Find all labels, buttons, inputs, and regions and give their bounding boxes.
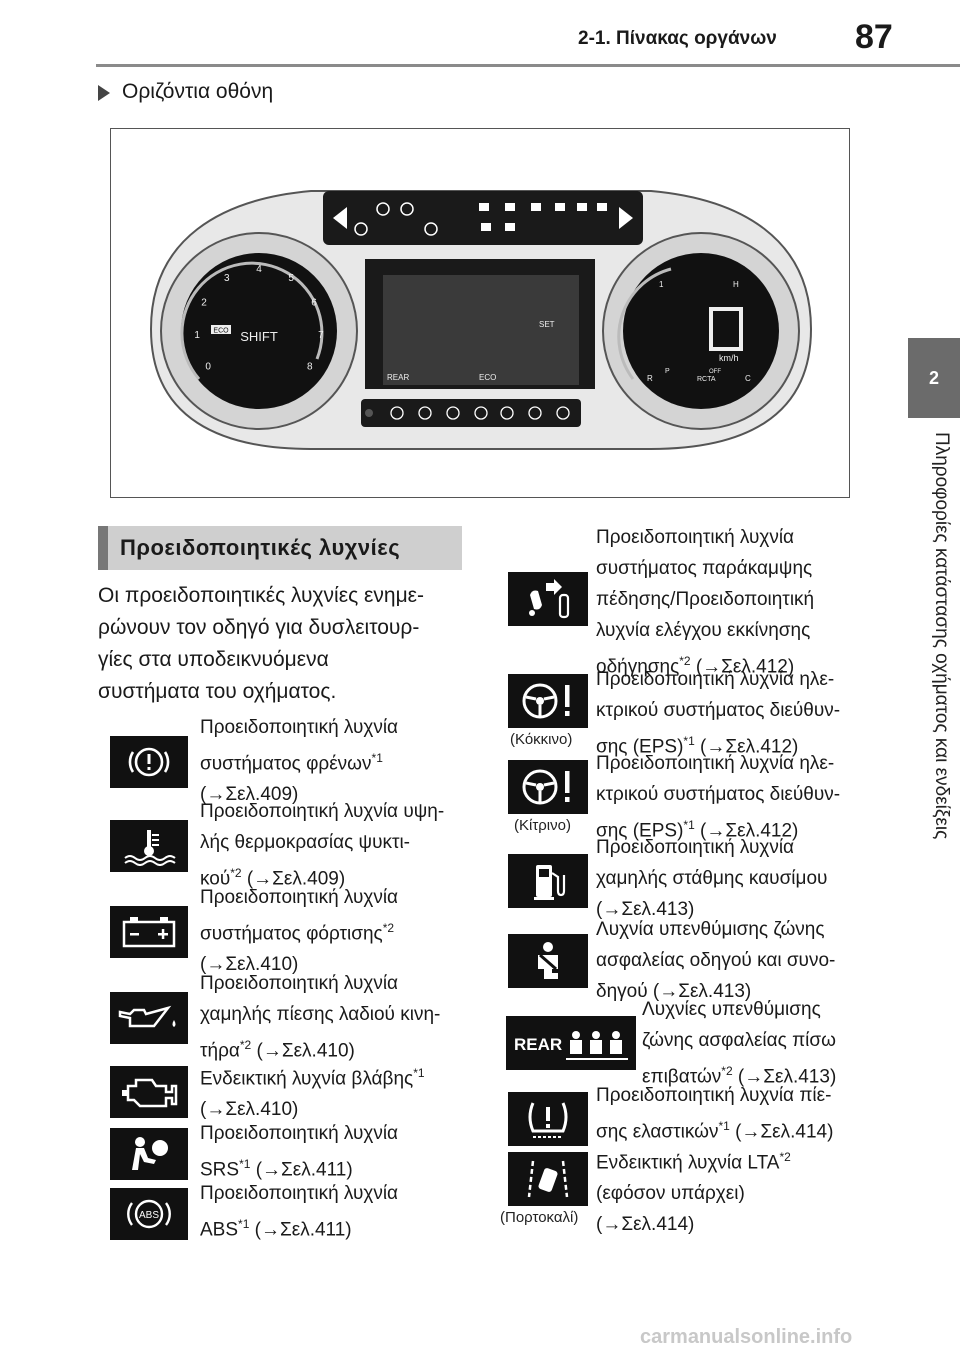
tach-number: 1 — [194, 330, 200, 341]
pedal-misapplication-text: Προειδοποιητική λυχνία συστήματος παράκα… — [596, 527, 815, 678]
intro-line: γίες στα υποδεικνυόμενα — [98, 648, 329, 671]
coolant-temp-text: Προειδοποιητική λυχνία υψη- λής θερμοκρα… — [200, 801, 445, 890]
check-engine-text: Ενδεικτική λυχνία βλάβης*1 (→Σελ.410) — [200, 1066, 425, 1121]
seatbelt-text: Λυχνία υπενθύμισης ζώνης ασφαλείας οδηγο… — [596, 919, 836, 1002]
eco-badge: ECO — [213, 328, 229, 335]
eps-yellow-icon — [508, 760, 588, 814]
check-engine-icon — [110, 1066, 188, 1118]
tire-pressure-text: Προειδοποιητική λυχνία πίε- σης ελαστικώ… — [596, 1085, 834, 1143]
bullet-triangle-icon — [98, 85, 110, 101]
screen-set: SET — [539, 320, 555, 329]
eps-red-icon — [508, 674, 588, 728]
fuel-e-label: 1 — [659, 280, 664, 289]
rcta-label: RCTA — [697, 376, 716, 383]
watermark: carmanualsonline.info — [640, 1326, 853, 1348]
chapter-tab[interactable]: 2 — [908, 338, 960, 418]
tire-pressure-icon — [508, 1092, 588, 1146]
off-label: OFF — [709, 369, 721, 375]
intro-line: ρώνουν τον οδηγό για δυσλειτουρ- — [98, 616, 420, 639]
lta-caption: (Πορτοκαλί) — [500, 1209, 579, 1226]
eps-yellow-text: Προειδοποιητική λυχνία ηλε- κτρικού συστ… — [596, 753, 841, 842]
tach-number: 8 — [307, 362, 313, 373]
chapter-title: Πληροφορίες κατάστασης οχήματος και ενδε… — [931, 432, 952, 840]
srs-airbag-text: Προειδοποιητική λυχνία SRS*1 (→Σελ.411) — [200, 1123, 399, 1181]
figure-subheading: Οριζόντια οθόνη — [122, 80, 274, 103]
brake-warning-icon — [110, 736, 188, 788]
eps-yellow-caption: (Κίτρινο) — [514, 817, 571, 834]
tach-number: 7 — [318, 330, 324, 341]
tach-number: 3 — [224, 273, 230, 284]
intro-line: Οι προειδοποιητικές λυχνίες ενημε- — [98, 584, 425, 607]
tach-number: 0 — [205, 362, 211, 373]
lta-text: Ενδεικτική λυχνία LTA*2 (εφόσον υπάρχει)… — [596, 1150, 791, 1236]
pedal-misapplication-icon — [508, 572, 588, 626]
seatbelt-icon — [508, 934, 588, 988]
section-heading: Προειδοποιητικές λυχνίες — [98, 526, 462, 570]
battery-charging-text: Προειδοποιητική λυχνία συστήματος φόρτισ… — [200, 887, 399, 976]
page-number: 87 — [855, 18, 893, 56]
eps-red-caption: (Κόκκινο) — [510, 731, 573, 748]
svg-text:ABS: ABS — [139, 1210, 159, 1221]
speed-unit: km/h — [719, 353, 739, 363]
tach-number: 5 — [288, 273, 294, 284]
shift-label: SHIFT — [240, 329, 278, 344]
intro-line: συστήματα του οχήματος. — [98, 680, 337, 703]
srs-airbag-icon — [110, 1128, 188, 1180]
section-title: 2-1. Πίνακας οργάνων — [578, 28, 777, 49]
screen-rear: REAR — [387, 373, 409, 382]
low-fuel-text: Προειδοποιητική λυχνία χαμηλής στάθμης κ… — [596, 837, 828, 920]
tach-number: 4 — [256, 264, 262, 275]
temp-c-label: C — [745, 374, 751, 383]
eps-red-text: Προειδοποιητική λυχνία ηλε- κτρικού συστ… — [596, 669, 841, 758]
battery-charging-icon — [110, 906, 188, 958]
tach-number: 6 — [311, 297, 317, 308]
tach-number: 2 — [201, 297, 207, 308]
rear-seatbelt-icon: REAR — [506, 1016, 636, 1070]
low-fuel-icon — [508, 854, 588, 908]
fuel-r-label: R — [647, 374, 653, 383]
abs-text: Προειδοποιητική λυχνία ABS*1 (→Σελ.411) — [200, 1183, 399, 1241]
intro-paragraph: Οι προειδοποιητικές λυχνίες ενημε- ρώνου… — [98, 580, 466, 708]
coolant-temp-icon — [110, 820, 188, 872]
temp-h-label: H — [733, 280, 739, 289]
rear-label: REAR — [514, 1035, 562, 1054]
oil-pressure-text: Προειδοποιητική λυχνία χαμηλής πίεσης λα… — [200, 973, 441, 1062]
header-rule — [96, 64, 960, 67]
brake-warning-text: Προειδοποιητική λυχνία συστήματος φρένων… — [200, 717, 399, 806]
screen-eco: ECO — [479, 373, 496, 382]
lta-icon — [508, 1152, 588, 1206]
rear-seatbelt-text: Λυχνίες υπενθύμισης ζώνης ασφαλείας πίσω… — [642, 999, 837, 1088]
abs-icon: ABS — [110, 1188, 188, 1240]
pcs-label: P — [665, 368, 670, 375]
oil-pressure-icon — [110, 992, 188, 1044]
